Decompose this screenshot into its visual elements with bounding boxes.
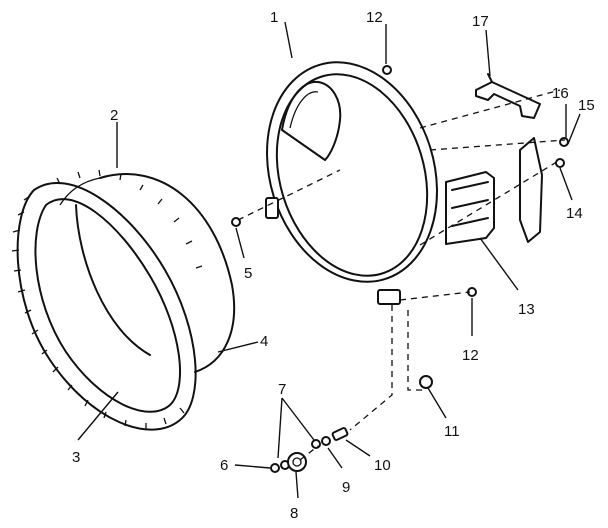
callout-3: 3	[72, 449, 80, 466]
front-ring-part	[11, 169, 203, 431]
callout-1: 1	[270, 9, 278, 26]
callout-10: 10	[374, 457, 391, 474]
callout-12-top: 12	[366, 9, 383, 26]
callout-17: 17	[472, 13, 489, 30]
callout-16: 16	[552, 85, 569, 102]
callout-6: 6	[220, 457, 228, 474]
callout-9: 9	[342, 479, 350, 496]
callout-2: 2	[110, 107, 118, 124]
callout-8: 8	[290, 505, 298, 522]
bracket-part	[475, 73, 541, 119]
callout-7: 7	[278, 381, 286, 398]
support-plate	[519, 137, 543, 243]
rear-bulkhead-part	[265, 61, 438, 305]
callout-12-bottom: 12	[462, 347, 479, 364]
callout-13: 13	[518, 301, 535, 318]
leader-lines	[77, 21, 581, 499]
callout-4: 4	[260, 333, 268, 350]
callout-5: 5	[244, 265, 252, 282]
drum-part	[59, 173, 236, 373]
callout-labels: 1 2 3 4 5 6 7 8 9 10 11 12 12 13 14 15 1…	[72, 9, 595, 522]
callout-11: 11	[444, 423, 460, 440]
roller-bracket-part	[445, 171, 495, 245]
alignment-lines	[237, 89, 566, 461]
callout-14: 14	[566, 205, 583, 222]
callout-15: 15	[578, 97, 595, 114]
fasteners	[231, 65, 569, 473]
